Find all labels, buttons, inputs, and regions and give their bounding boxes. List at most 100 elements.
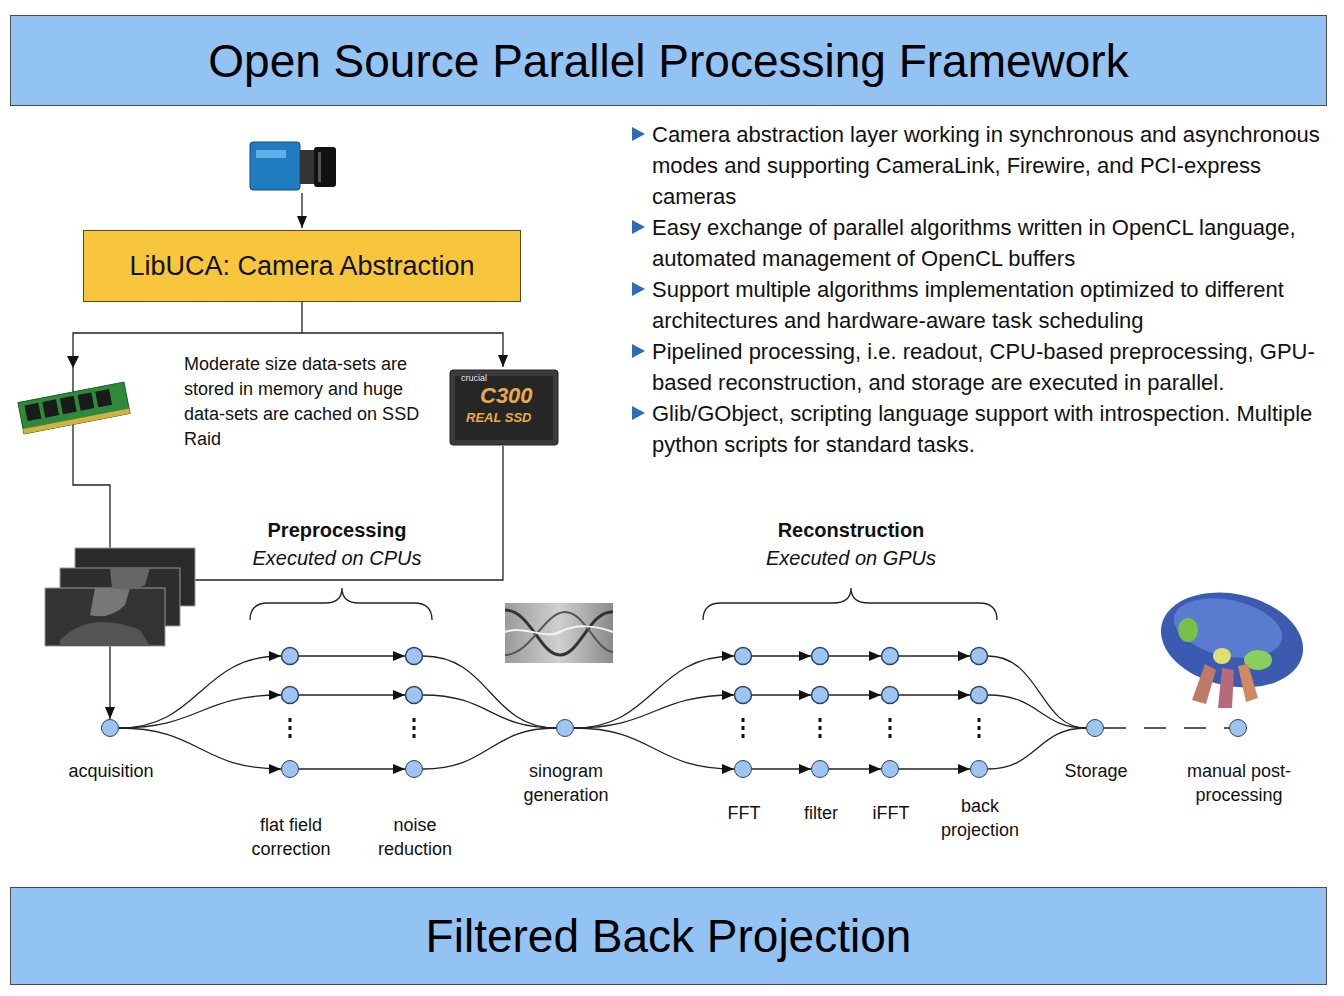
- node-dot: acquisition: [101, 719, 119, 737]
- bullet-text: Easy exchange of parallel algorithms wri…: [652, 212, 1338, 274]
- row-line: [423, 695, 556, 728]
- memory-board: [18, 382, 130, 434]
- caption-band: Filtered Back Projection: [10, 887, 1327, 985]
- camera-body: [250, 142, 300, 190]
- node-label: filter: [781, 801, 861, 825]
- ssd-model: C300: [480, 382, 552, 410]
- row-line: [829, 655, 881, 656]
- lens-ring: [318, 152, 321, 182]
- connector: [299, 768, 405, 769]
- row-line: [988, 695, 1086, 728]
- memory-chip: [78, 392, 95, 410]
- specimen-render: [1152, 580, 1312, 708]
- group-subheading: Executed on CPUs: [187, 546, 487, 571]
- sinogram-trace: [505, 626, 613, 634]
- ellipsis-dot: [819, 726, 822, 730]
- row-line: [119, 695, 281, 728]
- row-dots: [282, 648, 988, 704]
- node-dot: FFT: [734, 760, 752, 778]
- bullet-list: Camera abstraction layer working in sync…: [652, 119, 1338, 460]
- box-text: LibUCA: Camera Abstraction: [129, 251, 474, 282]
- sinogram-ground: [505, 603, 613, 663]
- node-label: manual post-processing: [1164, 759, 1314, 807]
- node-dot: noise reduction: [405, 760, 423, 778]
- caption-text: Filtered Back Projection: [426, 909, 912, 963]
- ellipsis-dot: [889, 726, 892, 730]
- group-bracket: [250, 588, 432, 620]
- row-dot: [735, 648, 752, 665]
- ssd-label-area: [455, 376, 553, 440]
- connector: [899, 768, 970, 769]
- specimen-leg: [1218, 668, 1234, 708]
- title-text: Open Source Parallel Processing Framewor…: [208, 34, 1128, 88]
- row-dot: [882, 648, 899, 665]
- row-dot: [971, 648, 988, 665]
- row-dot: [406, 687, 423, 704]
- ellipsis-dot: [819, 718, 822, 722]
- node-dot: iFFT: [881, 760, 899, 778]
- memory-chip: [25, 403, 42, 421]
- row-dot: [971, 687, 988, 704]
- node-dot: manual post-processing: [1229, 719, 1247, 737]
- ellipsis-dot: [289, 726, 292, 730]
- node-dot: sinogram generation: [556, 719, 574, 737]
- specimen-part: [1213, 648, 1231, 664]
- node-label: acquisition: [46, 759, 176, 783]
- row-line: [299, 694, 405, 695]
- bullet-text: Camera abstraction layer working in sync…: [652, 119, 1338, 212]
- ellipsis-dot: [819, 734, 822, 738]
- parallel-rows: [119, 656, 1086, 728]
- ellipsis-dots: [289, 718, 981, 738]
- ellipsis-dot: [742, 734, 745, 738]
- memory-chip: [42, 399, 59, 417]
- memory-contacts: [23, 408, 130, 434]
- sinogram-image: [505, 603, 613, 663]
- memory-chip: [95, 389, 112, 407]
- ellipsis-dot: [978, 726, 981, 730]
- memory-module: [18, 382, 130, 434]
- row-dot: [406, 648, 423, 665]
- node-label: sinogram generation: [511, 759, 621, 807]
- node-label: FFT: [704, 801, 784, 825]
- ellipsis-dot: [413, 734, 416, 738]
- ellipsis-dot: [289, 718, 292, 722]
- node-dot: Storage: [1086, 719, 1104, 737]
- ellipsis-dot: [978, 734, 981, 738]
- note-text: Moderate size data-sets are stored in me…: [184, 352, 434, 452]
- camera-lens: [314, 147, 336, 187]
- group-subheading: Executed on GPUs: [701, 546, 1001, 571]
- projection-sample: [60, 622, 150, 646]
- row-dot: [282, 648, 299, 665]
- specimen-leg: [1192, 664, 1216, 704]
- row-dot: [812, 687, 829, 704]
- connector: [829, 768, 881, 769]
- group-heading: Preprocessing: [187, 518, 487, 543]
- row-line: [752, 655, 811, 656]
- node-label: noise reduction: [360, 813, 470, 861]
- row-line: [299, 655, 405, 656]
- ssd-case: [450, 370, 558, 445]
- ellipsis-dot: [978, 718, 981, 722]
- node-label: iFFT: [851, 801, 931, 825]
- sinogram-trace: [505, 610, 613, 655]
- ssd-drive: [450, 370, 558, 445]
- node-label: back projection: [925, 794, 1035, 842]
- ellipsis-dot: [742, 718, 745, 722]
- memory-chip: [60, 396, 77, 414]
- row-line: [829, 694, 881, 695]
- ssd-brand: crucial: [461, 373, 521, 384]
- projection-sample: [90, 588, 130, 616]
- projection-stack: [45, 548, 195, 646]
- bullet-text: Glib/GObject, scripting language support…: [652, 398, 1338, 460]
- camera-arrow: [301, 193, 302, 228]
- group-bracket: [703, 588, 997, 620]
- ellipsis-dot: [289, 734, 292, 738]
- ellipsis-dot: [413, 726, 416, 730]
- node-label: flat field correction: [236, 813, 346, 861]
- node-label: Storage: [1041, 759, 1151, 783]
- row-line: [752, 694, 811, 695]
